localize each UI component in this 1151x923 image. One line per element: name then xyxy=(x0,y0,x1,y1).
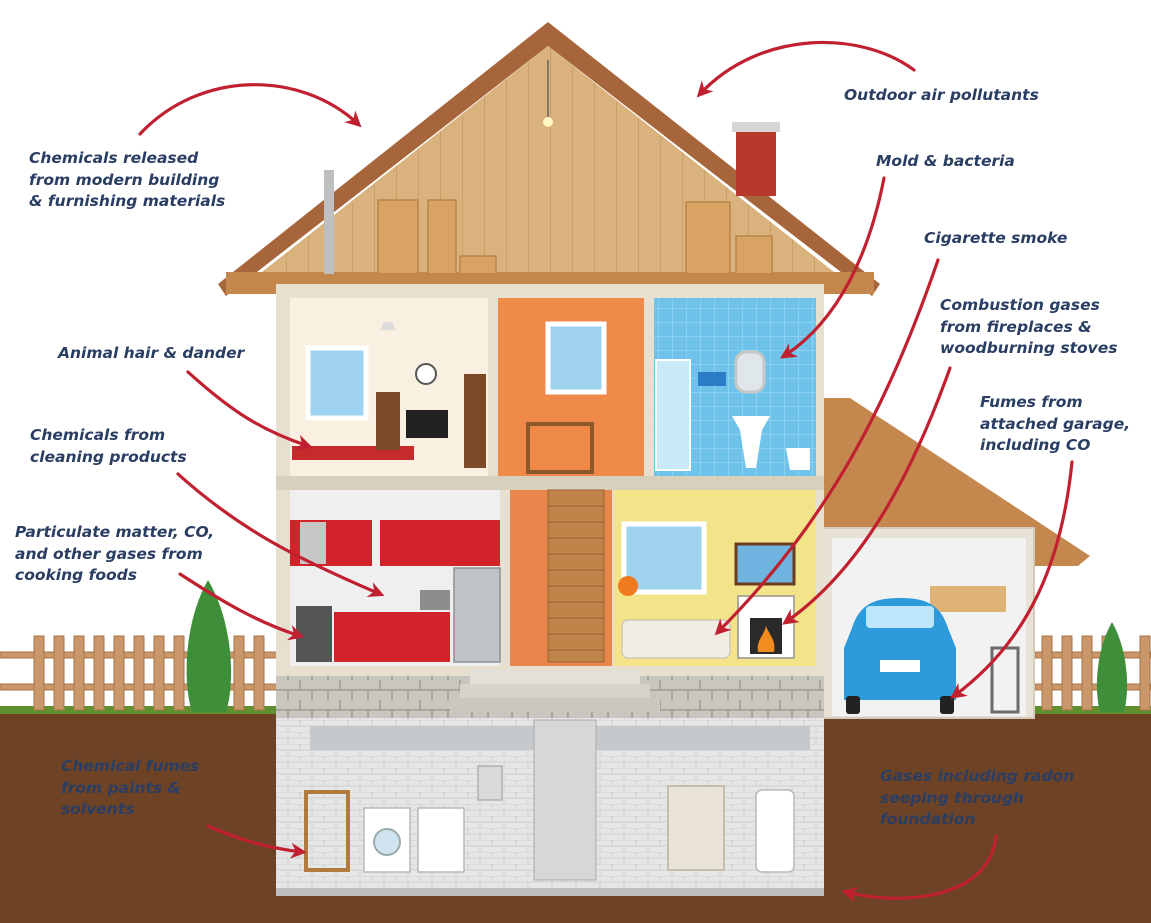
garage-shelf xyxy=(930,586,1006,612)
electrical-panel xyxy=(477,765,503,801)
label-cooking-foods: Particulate matter, CO,and other gases f… xyxy=(15,523,215,584)
basement-stairs xyxy=(533,719,597,881)
bath-mirror xyxy=(734,350,766,394)
label-cigarette-smoke: Cigarette smoke xyxy=(924,229,1068,247)
painting xyxy=(734,542,796,586)
floor-lamp xyxy=(618,576,638,596)
pollution-arrows xyxy=(138,40,1074,903)
arrow-chemicals-building xyxy=(138,83,362,136)
stairs xyxy=(547,489,605,663)
fire xyxy=(757,626,775,652)
arrow-combustion-gases xyxy=(782,366,952,625)
bookshelf xyxy=(376,392,400,450)
base-cabinets xyxy=(334,612,450,662)
towel xyxy=(698,372,726,386)
blue-car xyxy=(844,598,956,714)
vent-pipe xyxy=(324,170,334,274)
arrow-cleaning-products xyxy=(176,472,385,597)
label-mold-bacteria: Mold & bacteria xyxy=(876,152,1015,170)
fridge xyxy=(453,567,501,663)
bedroom-tv xyxy=(406,410,448,438)
garage-roof xyxy=(822,398,1090,566)
range-hood xyxy=(300,522,326,564)
arrow-outdoor-air xyxy=(696,40,916,98)
stair-railing xyxy=(526,422,594,474)
bedroom-door xyxy=(464,374,486,468)
arrow-fumes-garage xyxy=(950,460,1074,699)
chimney xyxy=(736,128,776,196)
label-animal-hair: Animal hair & dander xyxy=(58,344,245,362)
hall-window xyxy=(545,321,607,395)
left-shrub xyxy=(186,580,232,712)
right-shrub xyxy=(1096,622,1128,712)
shower xyxy=(655,359,691,471)
wall-clock xyxy=(415,363,437,385)
furnace xyxy=(667,785,725,871)
bedroom-lamp xyxy=(380,322,396,330)
arrow-mold-bacteria xyxy=(779,176,886,359)
attic-bulb xyxy=(543,117,553,127)
paint-shelf xyxy=(304,790,350,872)
attic-boxes xyxy=(377,199,773,275)
bedroom-window xyxy=(305,345,369,421)
stove xyxy=(296,606,332,662)
water-heater xyxy=(755,789,795,873)
front-steps xyxy=(470,670,640,684)
left-fence xyxy=(0,635,281,711)
right-fence xyxy=(1034,635,1151,711)
arrow-animal-hair xyxy=(186,370,313,451)
arrow-radon xyxy=(841,834,998,903)
microwave xyxy=(420,590,450,610)
label-outdoor-air: Outdoor air pollutants xyxy=(844,86,1039,104)
arrow-paints-solvents xyxy=(206,824,307,859)
living-window xyxy=(621,521,707,595)
bath-sink xyxy=(732,416,770,468)
dryer xyxy=(417,807,465,873)
arrow-cooking-foods xyxy=(178,572,305,641)
bath-toilet xyxy=(786,448,810,470)
sofa xyxy=(621,619,731,659)
arrow-cigarette-smoke xyxy=(714,258,940,636)
